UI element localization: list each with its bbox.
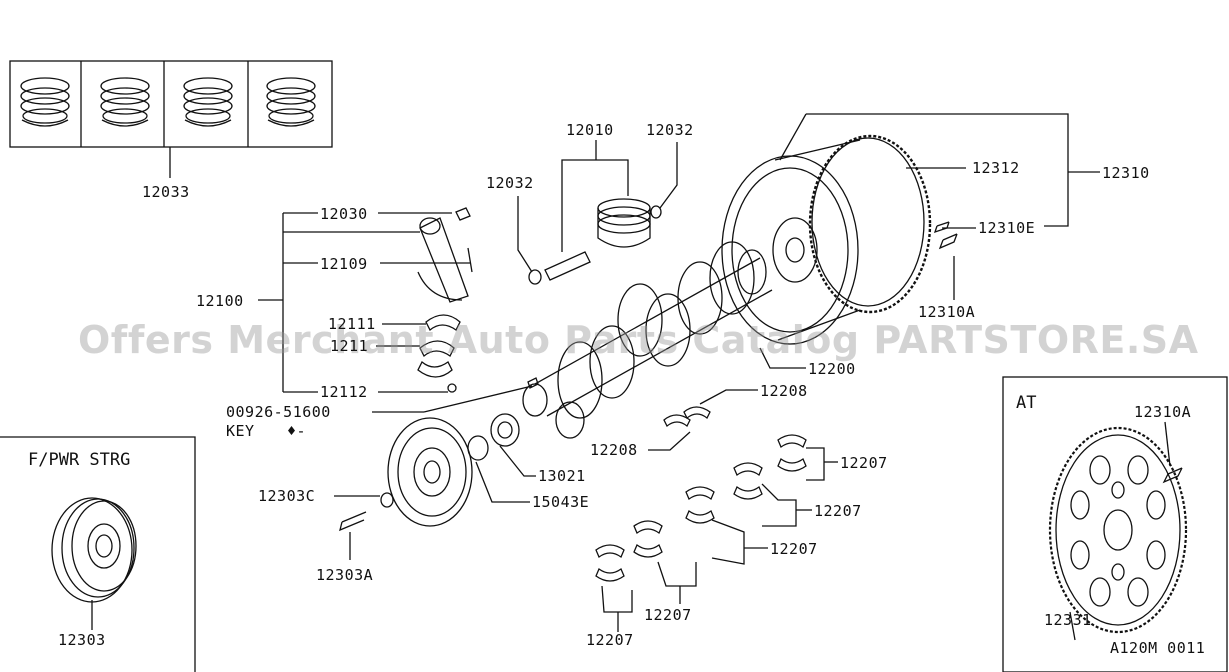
part-label-12207-e: 12207 xyxy=(586,631,634,649)
part-label-12111: 12111 xyxy=(328,315,376,333)
part-label-12100: 12100 xyxy=(196,292,244,310)
part-label-12112: 12112 xyxy=(320,383,368,401)
part-label-13021: 13021 xyxy=(538,467,586,485)
watermark: Offers Merchant Auto Parts Catalog PARTS… xyxy=(78,318,1199,362)
flywheel xyxy=(721,134,958,345)
key-label: KEY xyxy=(226,422,255,440)
part-label-12310A: 12310A xyxy=(918,303,976,321)
piston xyxy=(528,198,662,285)
part-label-12207-c: 12207 xyxy=(770,540,818,558)
crankshaft xyxy=(522,241,773,439)
at-title: AT xyxy=(1016,393,1037,413)
part-label-12207-a: 12207 xyxy=(840,454,888,472)
part-label-12200: 12200 xyxy=(808,360,856,378)
key-symbol: ♦- xyxy=(287,422,307,440)
part-label-00926-51600: 00926-51600 xyxy=(226,403,331,421)
leader-lines xyxy=(258,113,1100,632)
part-label-12312: 12312 xyxy=(972,159,1020,177)
part-label-12033: 12033 xyxy=(142,183,190,201)
piston-ring-set xyxy=(9,60,333,178)
part-label-12331: 12331 xyxy=(1044,611,1092,629)
connecting-rod xyxy=(417,207,473,393)
main-bearings xyxy=(595,406,807,582)
part-label-12310A-at: 12310A xyxy=(1134,403,1192,421)
part-label-12030: 12030 xyxy=(320,205,368,223)
part-label-12208-left: 12208 xyxy=(590,441,638,459)
part-label-12109: 12109 xyxy=(320,255,368,273)
part-label-12310E: 12310E xyxy=(978,219,1036,237)
diagram-code: A120M 0011 xyxy=(1110,639,1206,657)
part-label-12032-top: 12032 xyxy=(646,121,694,139)
at-inset xyxy=(1002,376,1228,672)
power-steering-inset xyxy=(0,436,196,672)
crank-pulley xyxy=(339,377,539,560)
power-steering-title: F/PWR STRG xyxy=(28,450,131,470)
part-label-15043E: 15043E xyxy=(532,493,590,511)
part-label-12032-left: 12032 xyxy=(486,174,534,192)
part-label-12303: 12303 xyxy=(58,631,106,649)
part-label-12303A: 12303A xyxy=(316,566,374,584)
part-label-12207-d: 12207 xyxy=(644,606,692,624)
part-label-12010: 12010 xyxy=(566,121,614,139)
part-label-12310: 12310 xyxy=(1102,164,1150,182)
part-label-12303C: 12303C xyxy=(258,487,316,505)
part-label-12111-lower: 1211 xyxy=(330,337,369,355)
part-label-12208-right: 12208 xyxy=(760,382,808,400)
part-label-12207-b: 12207 xyxy=(814,502,862,520)
